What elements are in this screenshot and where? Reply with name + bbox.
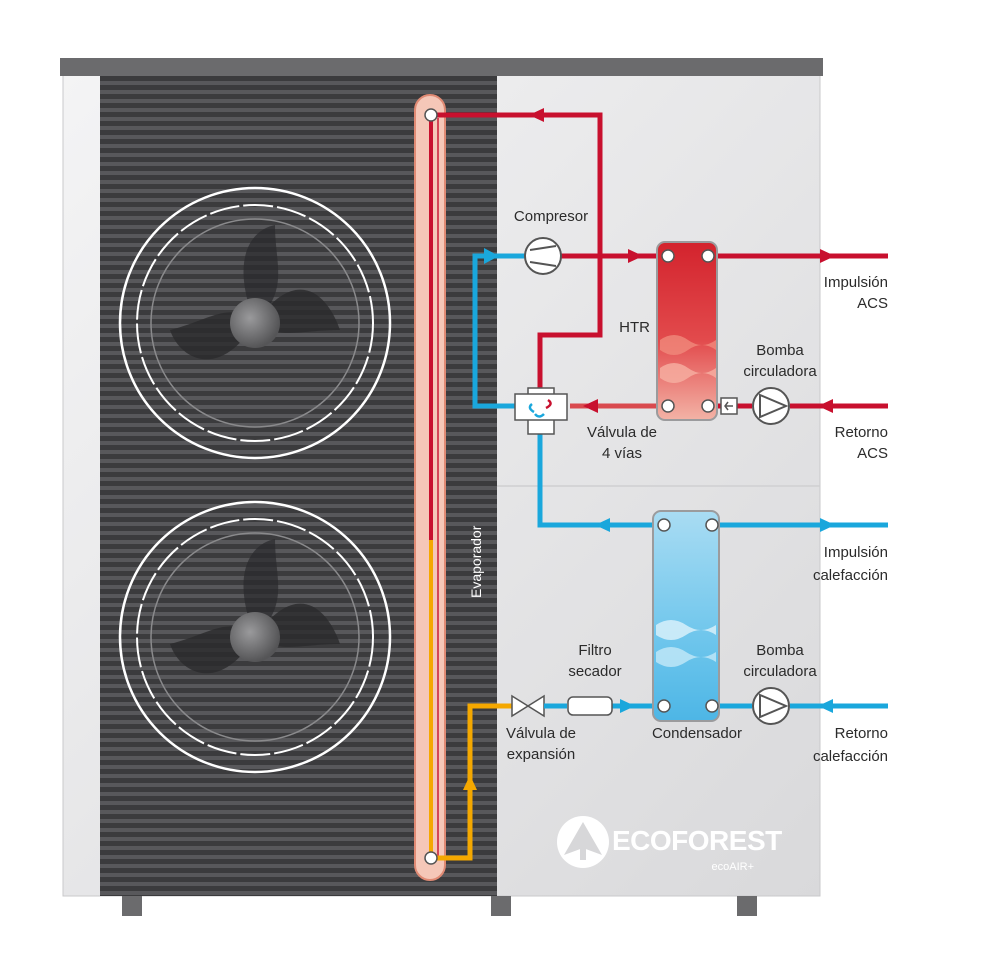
retorno-acs-label-2: ACS (857, 445, 888, 462)
htr-label: HTR (619, 319, 650, 336)
retorno-acs-label-1: Retorno (835, 424, 888, 441)
pump-acs-icon (752, 387, 790, 425)
compressor: Compresor (514, 208, 588, 275)
expansion-valve-label-1: Válvula de (506, 725, 576, 742)
pump-acs-label-1: Bomba (756, 342, 804, 359)
impulsion-acs-label-1: Impulsión (824, 274, 888, 291)
four-way-valve: Válvula de 4 vías (514, 387, 657, 462)
condenser-label: Condensador (652, 725, 742, 742)
pump-heating-label-2: circuladora (743, 663, 817, 680)
four-way-valve-label-2: 4 vías (602, 445, 642, 462)
impulsion-acs-label-2: ACS (857, 295, 888, 312)
pump-heating-label-1: Bomba (756, 642, 804, 659)
evaporator-label: Evaporador (468, 525, 484, 598)
pipe-nodes (424, 108, 719, 865)
condenser: Condensador (652, 510, 742, 742)
foot-middle (491, 896, 511, 916)
filter-dryer-label-1: Filtro (578, 642, 611, 659)
impulsion-heating-label-1: Impulsión (824, 544, 888, 561)
expansion-valve-label-2: expansión (507, 746, 575, 763)
expansion-valve-icon (511, 694, 567, 718)
evaporator: Evaporador (414, 94, 484, 881)
top-cover (60, 58, 823, 76)
fan-top (118, 186, 392, 460)
retorno-heating-label-2: calefacción (813, 748, 888, 765)
impulsion-heating-label-2: calefacción (813, 567, 888, 584)
fan-bottom (118, 500, 392, 774)
filter-dryer-icon (567, 696, 613, 716)
flow-arrows (463, 108, 835, 790)
pump-heating-icon (752, 687, 790, 725)
brand-logo: ECOFOREST ecoAIR+ (557, 816, 783, 873)
brand-name: ECOFOREST (612, 825, 782, 856)
filter-dryer-label-2: secador (568, 663, 621, 680)
check-valve-icon (720, 397, 738, 415)
four-way-valve-label-1: Válvula de (587, 424, 657, 441)
retorno-heating-label-1: Retorno (835, 725, 888, 742)
foot-left (122, 896, 142, 916)
foot-right (737, 896, 757, 916)
htr-exchanger: HTR (619, 241, 718, 421)
pump-acs-label-2: circuladora (743, 363, 817, 380)
compressor-label: Compresor (514, 208, 588, 225)
brand-product: ecoAIR+ (712, 861, 755, 873)
